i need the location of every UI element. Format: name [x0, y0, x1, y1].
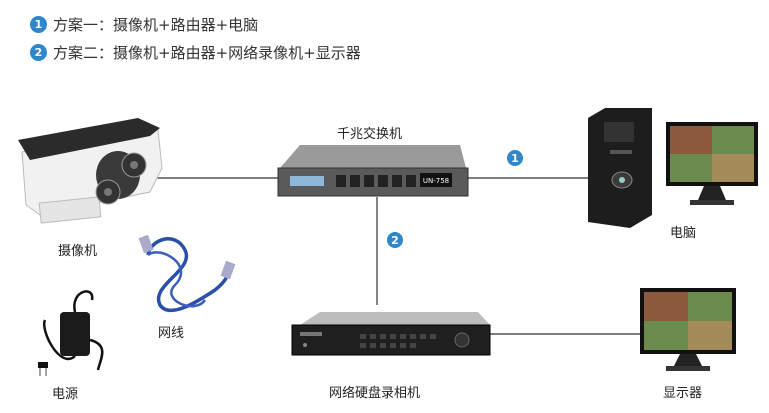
- legend-item-1: 1 方案一：摄像机+路由器+电脑: [30, 14, 258, 35]
- computer-monitor-icon: [666, 122, 758, 205]
- camera-label: 摄像机: [58, 244, 98, 259]
- cable-label: 网线: [158, 326, 185, 341]
- power-label: 电源: [52, 387, 79, 402]
- camera-icon: [18, 118, 163, 224]
- number-badge: 1: [30, 16, 47, 33]
- computer-label: 电脑: [670, 226, 697, 241]
- nvr-icon: [291, 312, 491, 356]
- cable-icon: [138, 234, 236, 313]
- link-badge-2: 2: [387, 232, 403, 248]
- switch-model-label: UN-758: [423, 177, 449, 185]
- legend-text: 方案二：摄像机+路由器+网络录像机+显示器: [53, 44, 361, 62]
- nvr-label: 网络硬盘录相机: [329, 386, 421, 401]
- power-adapter-icon: [38, 290, 104, 376]
- legend-item-2: 2 方案二：摄像机+路由器+网络录像机+显示器: [30, 42, 361, 63]
- link-badge-1: 1: [507, 150, 523, 166]
- display-monitor-icon: [640, 288, 736, 371]
- computer-tower-icon: [588, 108, 652, 228]
- monitor-label: 显示器: [663, 386, 703, 401]
- switch-icon: UN-758: [277, 145, 469, 197]
- legend-text: 方案一：摄像机+路由器+电脑: [53, 16, 259, 34]
- switch-label: 千兆交换机: [337, 127, 403, 142]
- number-badge: 2: [30, 44, 47, 61]
